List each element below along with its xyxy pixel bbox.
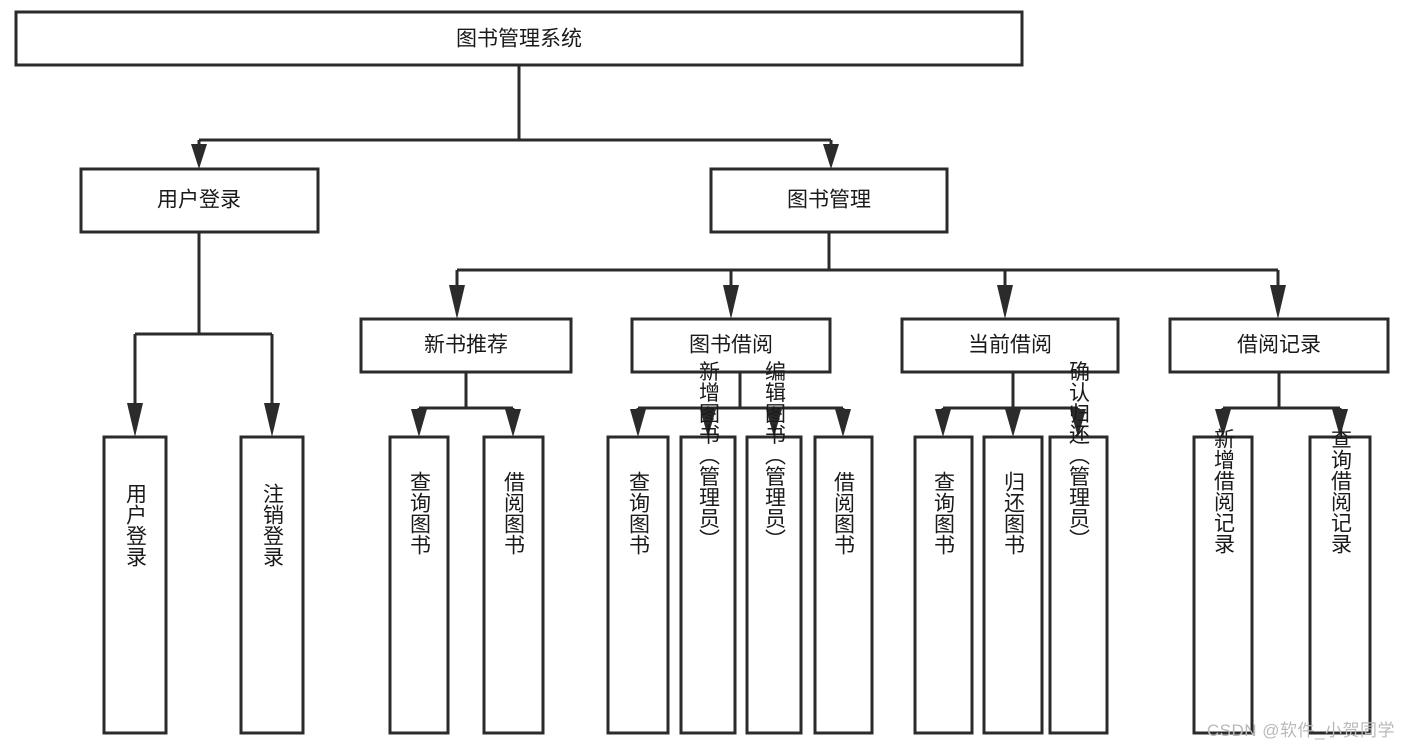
node-borrow-record-box[interactable] [1168,317,1390,374]
node-leaf-add-record[interactable]: 新增借阅记录 [1192,428,1254,735]
arrow-head-leaf-add-book [700,409,716,437]
arrow-head-book-borrow [723,285,739,319]
node-leaf-query-book-bb[interactable]: 查询图书 [606,435,670,735]
node-borrow-record[interactable]: 借阅记录 [1168,317,1390,374]
node-new-book-rec-label: 新书推荐 [424,334,508,357]
arrow-head-leaf-query-record [1332,409,1348,437]
node-borrow-record-label: 借阅记录 [1237,334,1321,357]
connector-current-borrow-to-leaves [935,372,1086,437]
arrow-head-current-borrow [997,285,1013,319]
connector-root-to-level2 [191,65,839,169]
node-user-login[interactable]: 用户登录 [79,167,320,234]
node-user-login-box[interactable] [79,167,320,234]
arrow-head-user-login [191,144,207,169]
node-current-borrow[interactable]: 当前借阅 [900,317,1120,374]
node-root-box[interactable] [14,10,1024,67]
arrow-head-leaf-confirm-return [1070,409,1086,437]
connector-new-book-rec-to-leaves [411,372,521,437]
arrow-head-leaf-return-book [1005,409,1021,437]
node-leaf-edit-book-box[interactable] [745,435,803,735]
node-leaf-query-book-cb[interactable]: 查询图书 [913,435,974,735]
arrow-head-leaf-borrow-book-bb [835,409,851,437]
node-leaf-user-login-label: 用户登录 [124,483,148,567]
node-leaf-query-record[interactable]: 查询借阅记录 [1308,428,1372,735]
node-leaf-confirm-return[interactable]: 确认归还（管理员） [1048,361,1109,735]
node-leaf-add-record-box[interactable] [1192,435,1254,735]
node-leaf-borrow-book-bb[interactable]: 借阅图书 [813,435,874,735]
connector-layer [127,65,1348,437]
node-leaf-add-book[interactable]: 新增图书（管理员） [679,361,737,735]
node-leaf-return-book-box[interactable] [982,435,1044,735]
node-leaf-user-login-box[interactable] [102,435,168,735]
arrow-head-leaf-query-book-cb [935,409,951,437]
node-new-book-rec-box[interactable] [359,317,573,374]
arrow-head-leaf-user-login [127,403,143,437]
node-leaf-logout-label: 注销登录 [261,483,285,567]
node-leaf-query-record-box[interactable] [1308,435,1372,735]
node-leaf-add-book-box[interactable] [679,435,737,735]
connector-borrow-record-to-leaves [1215,372,1348,437]
node-book-manage-box[interactable] [709,167,949,234]
node-leaf-edit-book[interactable]: 编辑图书（管理员） [745,361,803,735]
node-leaf-borrow-book-bb-label: 借阅图书 [832,471,856,555]
node-root[interactable]: 图书管理系统 [14,10,1024,67]
node-new-book-rec[interactable]: 新书推荐 [359,317,573,374]
node-book-borrow-box[interactable] [630,317,832,374]
node-current-borrow-label: 当前借阅 [968,334,1052,357]
node-leaf-confirm-return-label: 确认归还（管理员） [1067,361,1091,550]
arrow-head-new-book-rec [449,285,465,319]
arrow-head-book-manage [823,144,839,169]
node-leaf-borrow-book-rec[interactable]: 借阅图书 [482,435,545,735]
node-leaf-user-login[interactable]: 用户登录 [102,435,168,735]
arrow-head-leaf-query-book-bb [630,409,646,437]
node-leaf-borrow-book-bb-box[interactable] [813,435,874,735]
node-leaf-add-record-label: 新增借阅记录 [1212,428,1236,554]
node-root-label: 图书管理系统 [456,28,582,51]
arrow-head-leaf-query-book-rec [411,409,427,437]
node-leaf-query-book-rec[interactable]: 查询图书 [388,435,450,735]
node-leaf-logout-box[interactable] [239,435,305,735]
node-leaf-query-record-label: 查询借阅记录 [1329,428,1353,554]
node-leaf-query-book-cb-label: 查询图书 [932,471,956,555]
arrow-head-leaf-edit-book [766,409,782,437]
node-leaf-query-book-rec-label: 查询图书 [408,471,432,555]
node-leaf-borrow-book-rec-label: 借阅图书 [502,471,526,555]
node-leaf-logout[interactable]: 注销登录 [239,435,305,735]
node-book-borrow[interactable]: 图书借阅 [630,317,832,374]
node-user-login-label: 用户登录 [157,189,241,212]
node-book-manage-label: 图书管理 [787,189,871,212]
node-leaf-query-book-bb-label: 查询图书 [627,471,651,555]
node-leaf-add-book-label: 新增图书（管理员） [697,361,721,550]
arrow-head-leaf-add-record [1215,409,1231,437]
node-book-manage[interactable]: 图书管理 [709,167,949,234]
node-leaf-query-book-cb-box[interactable] [913,435,974,735]
connector-book-borrow-to-leaves [630,372,851,437]
connector-user-login-to-leaves [127,232,280,437]
arrow-head-borrow-record [1270,285,1286,319]
node-leaf-confirm-return-box[interactable] [1048,435,1109,735]
node-leaf-borrow-book-rec-box[interactable] [482,435,545,735]
connector-book-manage-to-level3 [449,232,1286,319]
node-book-borrow-label: 图书借阅 [689,334,773,357]
node-leaf-return-book-label: 归还图书 [1002,471,1026,555]
node-leaf-return-book[interactable]: 归还图书 [982,435,1044,735]
arrow-head-leaf-borrow-book-rec [505,409,521,437]
node-current-borrow-box[interactable] [900,317,1120,374]
node-leaf-edit-book-label: 编辑图书（管理员） [763,361,787,550]
node-leaf-query-book-bb-box[interactable] [606,435,670,735]
node-leaf-query-book-rec-box[interactable] [388,435,450,735]
arrow-head-leaf-logout [264,403,280,437]
